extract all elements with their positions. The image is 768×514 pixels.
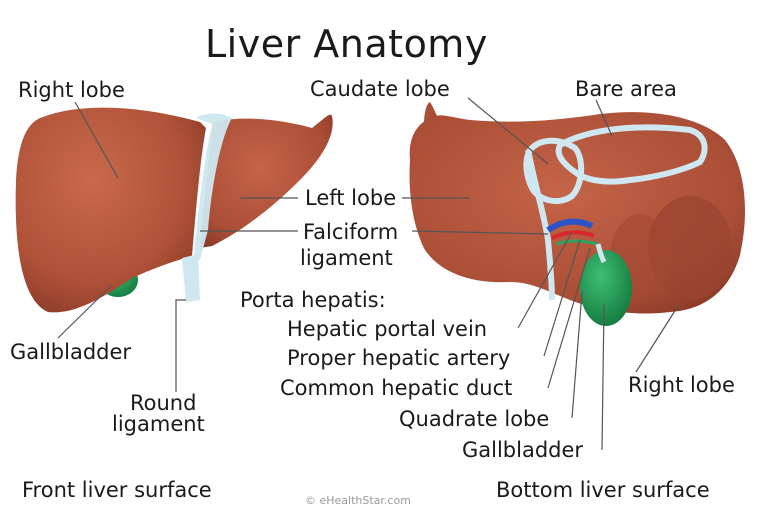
label-quadrate-lobe: Quadrate lobe bbox=[399, 407, 550, 431]
label-round-ligament-1: Round bbox=[130, 391, 197, 415]
leader-bottom-gallbladder bbox=[601, 303, 605, 451]
label-front-gallbladder: Gallbladder bbox=[10, 340, 132, 364]
label-bare-area: Bare area bbox=[575, 77, 677, 101]
label-bottom-right-lobe: Right lobe bbox=[628, 373, 735, 397]
label-porta-hepatis: Porta hepatis: bbox=[240, 288, 386, 312]
bottom-fissure bbox=[525, 149, 555, 301]
label-caudate-lobe: Caudate lobe bbox=[310, 77, 450, 101]
bottom-gallbladder-shape bbox=[580, 250, 632, 326]
bare-area-outline bbox=[555, 124, 708, 185]
leader-common-hepatic-duct bbox=[547, 247, 591, 389]
caudate-lobe-outline bbox=[523, 137, 585, 205]
label-falciform-1: Falciform bbox=[303, 220, 399, 244]
common-hepatic-duct-shape bbox=[555, 239, 599, 246]
leader-bare-area bbox=[595, 99, 613, 137]
hepatic-portal-vein-shape bbox=[546, 218, 594, 233]
front-falciform-ligament bbox=[194, 113, 232, 260]
leader-front-right-lobe bbox=[74, 101, 119, 179]
leader-hepatic-portal-vein bbox=[517, 231, 573, 329]
bottom-liver-nub bbox=[424, 102, 440, 124]
label-round-ligament-2: ligament bbox=[112, 412, 205, 436]
label-proper-hepatic-artery: Proper hepatic artery bbox=[287, 346, 511, 370]
credit-watermark: © eHealthStar.com bbox=[305, 494, 411, 507]
label-left-lobe: Left lobe bbox=[305, 186, 397, 210]
front-round-ligament bbox=[182, 254, 200, 302]
front-liver bbox=[15, 107, 333, 313]
leader-round-ligament bbox=[175, 299, 186, 392]
front-right-lobe-shape bbox=[15, 107, 206, 313]
leader-falciform-right bbox=[411, 230, 549, 235]
leader-front-gallbladder bbox=[57, 284, 113, 339]
label-bottom-gallbladder: Gallbladder bbox=[462, 438, 584, 462]
leader-bottom-right-lobe bbox=[635, 305, 679, 373]
label-hepatic-portal-vein: Hepatic portal vein bbox=[287, 317, 488, 341]
front-left-lobe-shape bbox=[200, 114, 333, 249]
label-falciform-2: ligament bbox=[300, 246, 393, 270]
leader-quadrate-lobe bbox=[571, 291, 583, 419]
leader-proper-hepatic-artery bbox=[543, 239, 581, 357]
cystic-duct bbox=[595, 243, 607, 264]
renal-impression bbox=[648, 196, 732, 300]
leader-lines bbox=[57, 97, 679, 451]
bottom-liver bbox=[409, 102, 745, 326]
page-title: Liver Anatomy bbox=[205, 22, 488, 66]
caption-front-liver-surface: Front liver surface bbox=[22, 478, 212, 502]
caption-bottom-liver-surface: Bottom liver surface bbox=[496, 478, 710, 502]
label-front-right-lobe: Right lobe bbox=[18, 78, 125, 102]
label-common-hepatic-duct: Common hepatic duct bbox=[280, 376, 513, 400]
leader-caudate-lobe bbox=[467, 97, 549, 165]
